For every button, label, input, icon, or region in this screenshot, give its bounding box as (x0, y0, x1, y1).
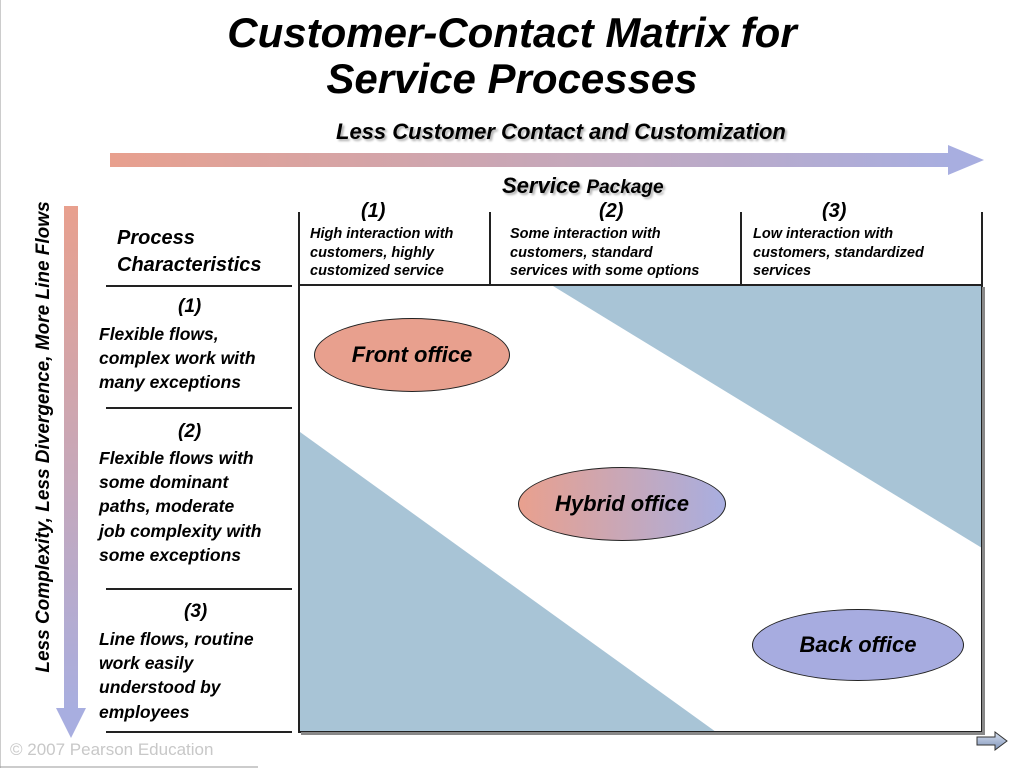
row-3-desc-line: employees (99, 701, 190, 722)
left-axis-arrow (56, 206, 86, 738)
copyright-footer: © 2007 Pearson Education (10, 740, 214, 759)
row-3-number: (3) (184, 601, 208, 622)
column-2-number: (2) (599, 200, 624, 222)
column-3-desc-line: Low interaction with (753, 226, 894, 242)
column-3-number: (3) (822, 200, 847, 222)
column-3-desc-line: customers, standardized (753, 244, 924, 261)
column-2-desc-line: services with some options (510, 263, 700, 279)
back-office-label: Back office (799, 632, 917, 657)
row-2-desc-line: Flexible flows with (99, 448, 254, 468)
row-1-desc-line: complex work with (99, 348, 256, 369)
row-2-desc-line: job complexity with (99, 520, 262, 541)
process-heading-line: Characteristics (117, 254, 262, 276)
row-1-number: (1) (178, 296, 202, 317)
back-office-oval: Back office (752, 609, 964, 681)
row-2-description: Flexible flows with some dominant paths,… (99, 446, 261, 567)
column-1-desc-line: High interaction with (310, 226, 454, 242)
left-axis-label: Less Complexity, Less Divergence, More L… (33, 201, 54, 673)
hybrid-office-oval: Hybrid office (518, 467, 726, 541)
top-axis-arrow (110, 145, 984, 175)
column-1-desc-line: customers, highly (310, 244, 435, 261)
row-1-desc-line: Flexible flows, (99, 324, 219, 344)
column-1-number: (1) (361, 200, 386, 222)
row-2-desc-line: some dominant (99, 472, 229, 493)
row-3-desc-line: work easily (99, 653, 194, 674)
column-1-description: High interaction with customers, highly … (310, 225, 453, 281)
column-2-desc-line: customers, standard (510, 244, 653, 261)
front-office-oval: Front office (314, 318, 510, 392)
process-heading-line: Process (117, 227, 195, 249)
title-line-1: Customer-Contact Matrix for (227, 9, 797, 56)
service-package-main: Service (502, 173, 581, 198)
lower-left-triangle (300, 432, 716, 732)
column-3-desc-line: services (753, 263, 812, 279)
front-office-label: Front office (351, 342, 473, 367)
hybrid-office-label: Hybrid office (554, 491, 690, 516)
row-3-desc-line: understood by (99, 677, 221, 698)
column-3-description: Low interaction with customers, standard… (753, 225, 924, 281)
column-2-description: Some interaction with customers, standar… (510, 225, 699, 281)
row-3-description: Line flows, routine work easily understo… (99, 627, 254, 724)
top-axis-label: Less Customer Contact and Customization (336, 119, 786, 144)
slide-title: Customer-Contact Matrix for Service Proc… (0, 10, 1024, 102)
row-2-desc-line: paths, moderate (99, 496, 235, 517)
row-2-desc-line: some exceptions (99, 544, 241, 565)
title-line-2: Service Processes (326, 55, 698, 102)
upper-right-triangle (553, 286, 982, 548)
next-slide-button[interactable] (976, 731, 1008, 756)
column-dividers (298, 212, 983, 285)
service-package-heading: Service Package (502, 173, 664, 199)
row-3-desc-line: Line flows, routine (99, 629, 254, 649)
column-2-desc-line: Some interaction with (510, 226, 661, 242)
column-1-desc-line: customized service (310, 263, 444, 279)
process-characteristics-heading: Process Characteristics (117, 225, 262, 279)
service-package-small: Package (586, 177, 664, 198)
row-1-description: Flexible flows, complex work with many e… (99, 322, 256, 395)
row-1-desc-line: many exceptions (99, 372, 241, 393)
row-dividers (106, 285, 292, 733)
right-arrow-icon (976, 731, 1008, 751)
row-2-number: (2) (178, 421, 202, 442)
